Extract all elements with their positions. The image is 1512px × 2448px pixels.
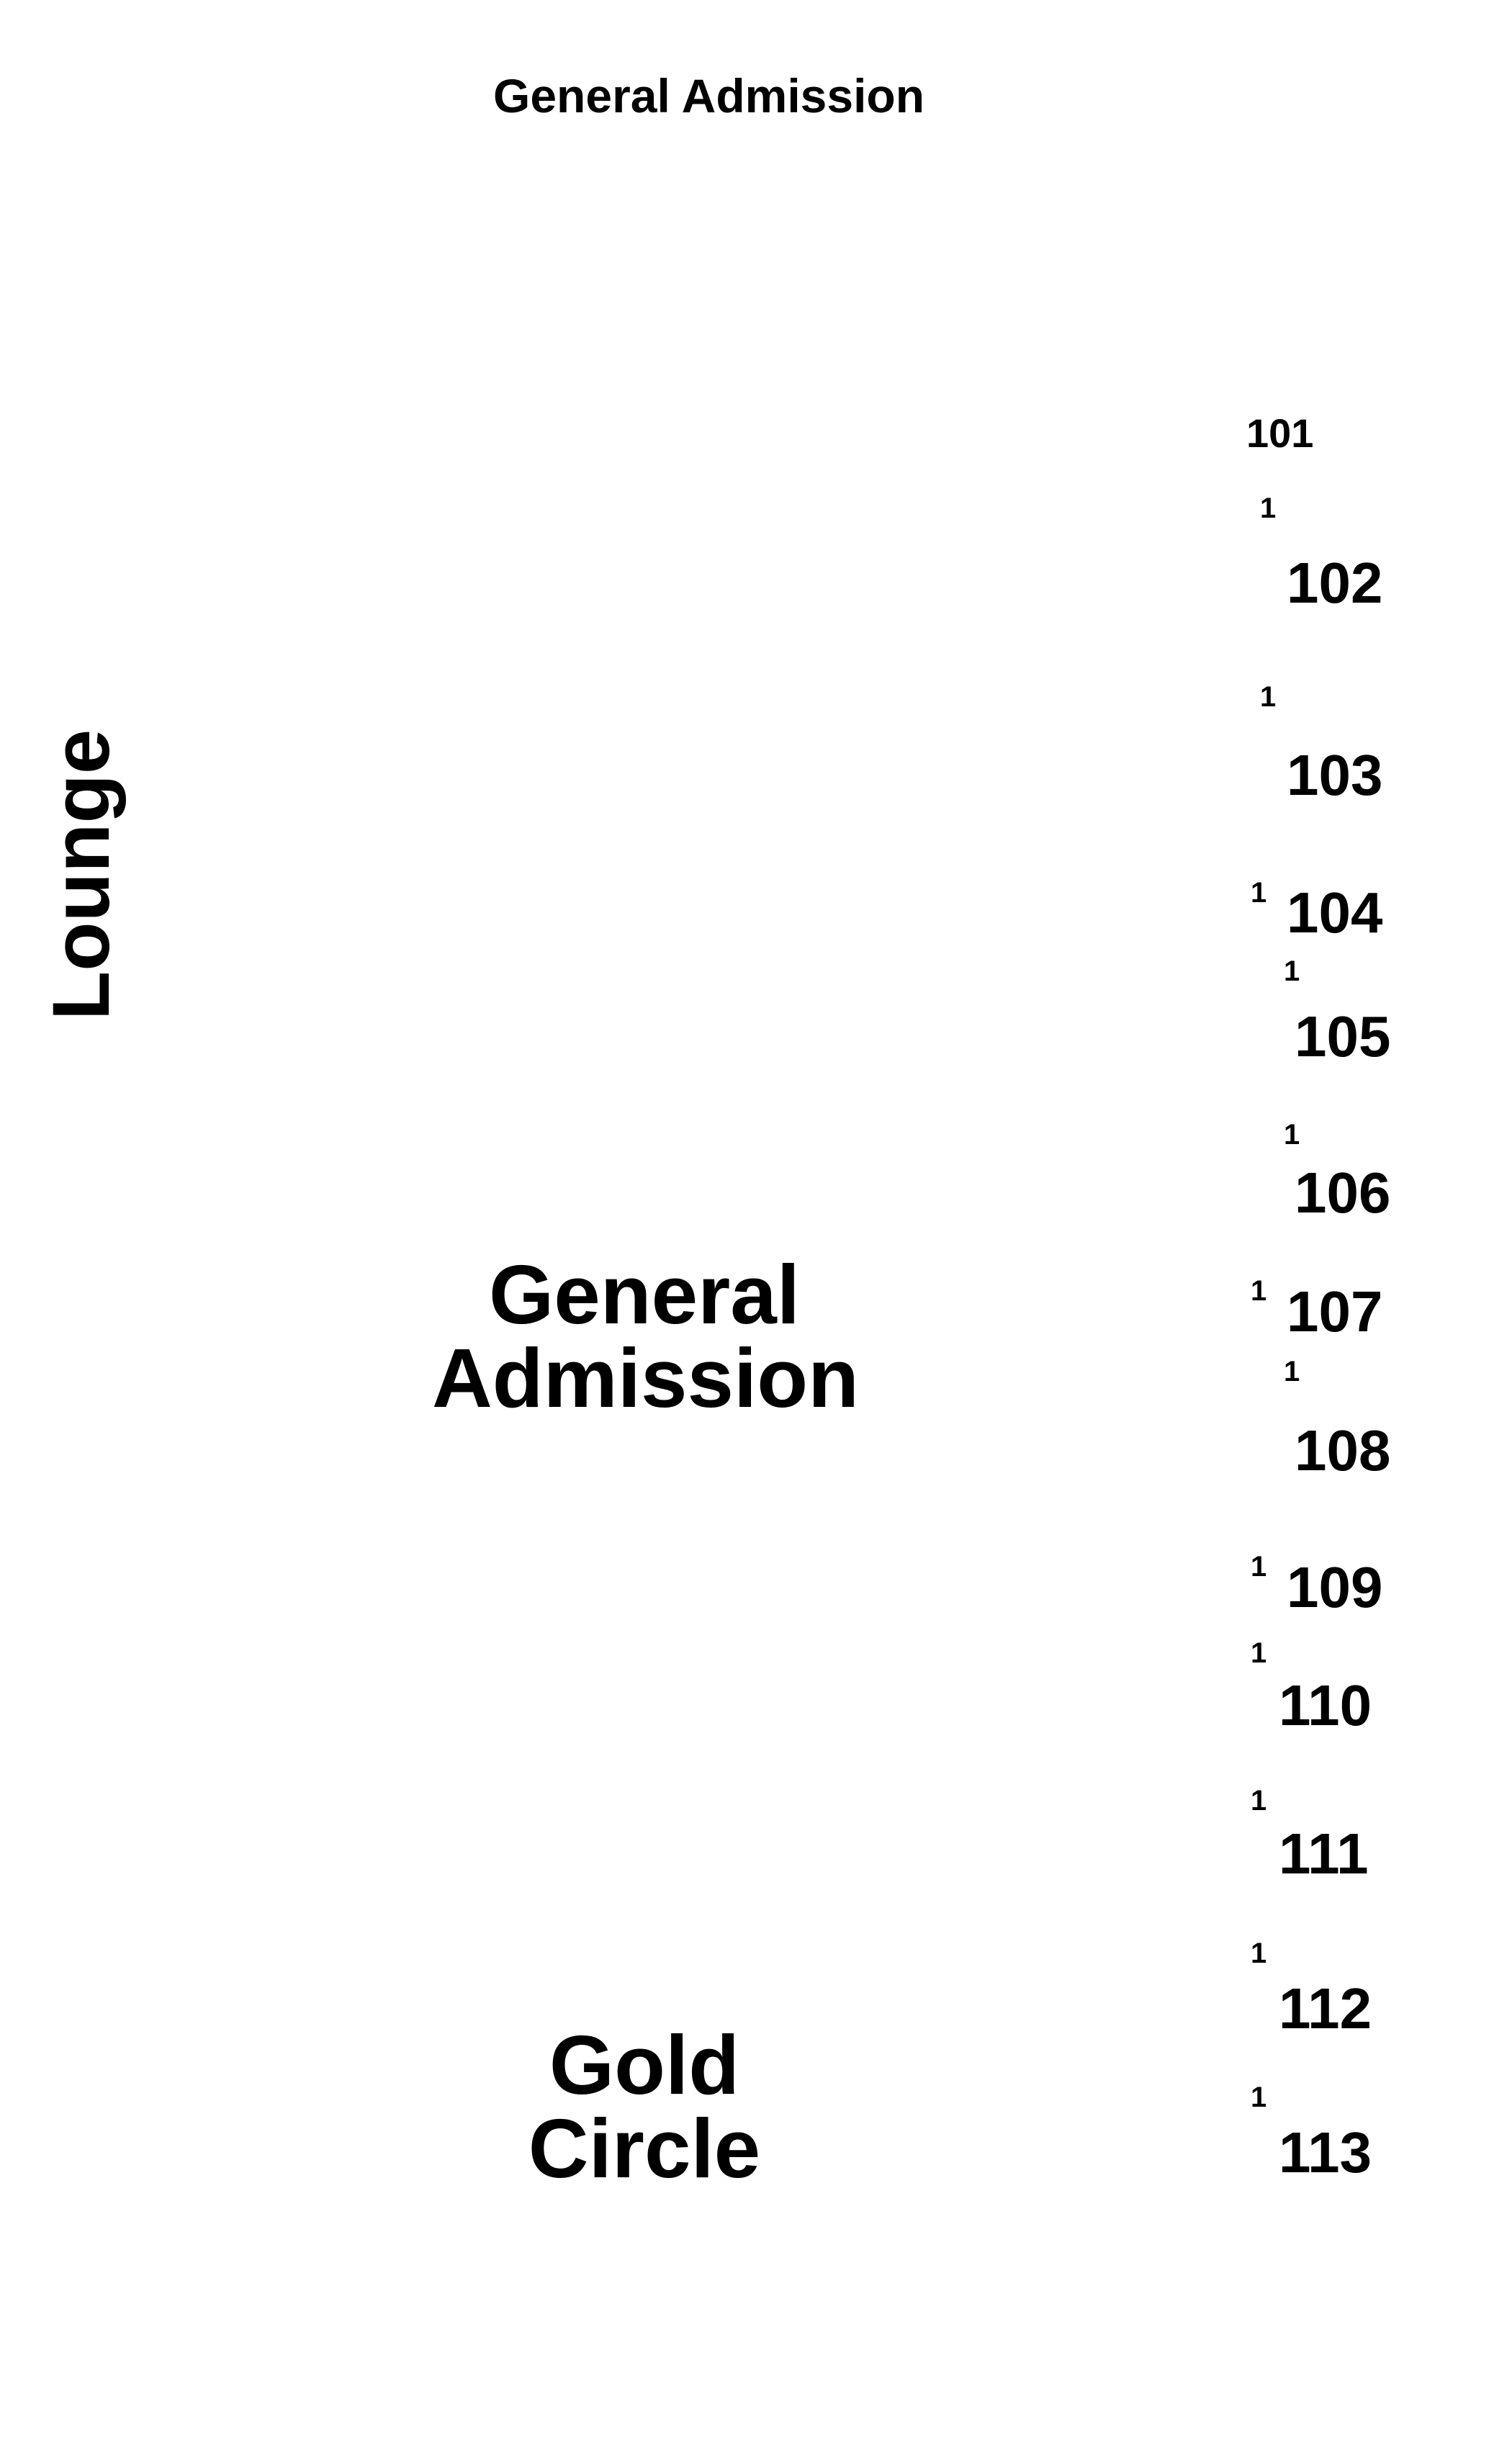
section-107-label[interactable]: 107 xyxy=(1287,1279,1383,1344)
zone-general-admission-line2: Admission xyxy=(432,1331,859,1425)
section-111-row-label: 1 xyxy=(1251,1785,1267,1817)
zone-gold-circle-line1: Gold xyxy=(549,2018,740,2112)
section-106-row-label: 1 xyxy=(1284,1119,1300,1151)
section-106-label[interactable]: 106 xyxy=(1295,1161,1391,1225)
section-105-label[interactable]: 105 xyxy=(1295,1004,1391,1068)
section-109-row-label: 1 xyxy=(1251,1551,1267,1583)
section-103-label[interactable]: 103 xyxy=(1287,743,1383,807)
section-113-row-label: 1 xyxy=(1251,2082,1267,2113)
section-101-label[interactable]: 101 xyxy=(1246,410,1314,456)
section-105-row-label: 1 xyxy=(1284,955,1300,987)
section-112-label[interactable]: 112 xyxy=(1279,1976,1372,2040)
section-107-row-label: 1 xyxy=(1251,1275,1267,1307)
section-112-row-label: 1 xyxy=(1251,1938,1267,1969)
section-104-label[interactable]: 104 xyxy=(1287,881,1383,945)
section-102-row-label: 1 xyxy=(1260,492,1277,524)
zone-lounge[interactable]: Lounge xyxy=(36,729,126,1021)
section-110-row-label: 1 xyxy=(1251,1637,1267,1669)
section-110-label[interactable]: 110 xyxy=(1279,1673,1372,1737)
zone-gold-circle[interactable]: Gold Circle xyxy=(504,2023,785,2190)
zone-general-admission[interactable]: General Admission xyxy=(432,1248,859,1425)
section-104-row-label: 1 xyxy=(1251,877,1267,909)
zone-general-admission-top[interactable]: General Admission xyxy=(493,69,925,122)
section-108-label[interactable]: 108 xyxy=(1295,1418,1391,1482)
section-109-label[interactable]: 109 xyxy=(1287,1555,1383,1619)
section-102-label[interactable]: 102 xyxy=(1287,551,1383,615)
zone-gold-circle-line2: Circle xyxy=(528,2102,761,2195)
section-111-label[interactable]: 111 xyxy=(1279,1822,1369,1886)
section-103-row-label: 1 xyxy=(1260,681,1277,713)
section-113-label[interactable]: 113 xyxy=(1279,2120,1372,2184)
zone-general-admission-line1: General xyxy=(489,1248,800,1341)
section-108-row-label: 1 xyxy=(1284,1356,1300,1387)
